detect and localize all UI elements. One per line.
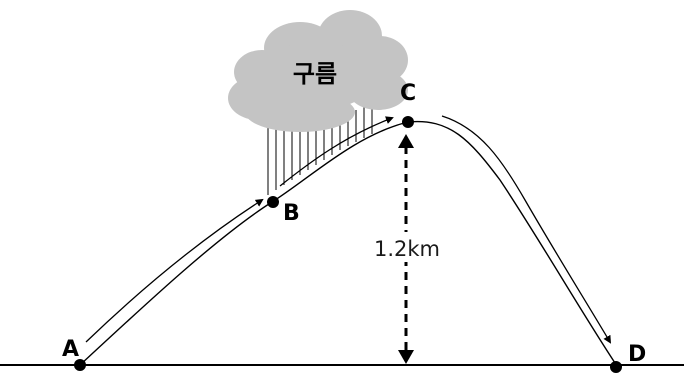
point-b-marker	[267, 196, 279, 208]
height-label-bg	[358, 232, 454, 262]
point-b-label: B	[283, 201, 300, 226]
point-c-label: C	[400, 81, 416, 106]
cloud-label: 구름	[293, 60, 337, 88]
point-a-label: A	[62, 337, 79, 362]
height-label: 1.2km	[374, 237, 440, 261]
point-a-marker	[74, 359, 86, 371]
cloud-icon	[228, 10, 408, 132]
point-d-marker	[610, 361, 622, 373]
height-arrow-top-icon	[398, 134, 414, 148]
airflow-arrow-b-c	[279, 116, 394, 187]
height-arrow-bottom-icon	[398, 350, 414, 364]
mountain-profile	[79, 120, 618, 367]
point-d-label: D	[628, 342, 646, 367]
point-c-marker	[402, 116, 414, 128]
airflow-arrow-c-d	[441, 115, 612, 344]
airflow-arrow-a-b	[85, 198, 264, 343]
